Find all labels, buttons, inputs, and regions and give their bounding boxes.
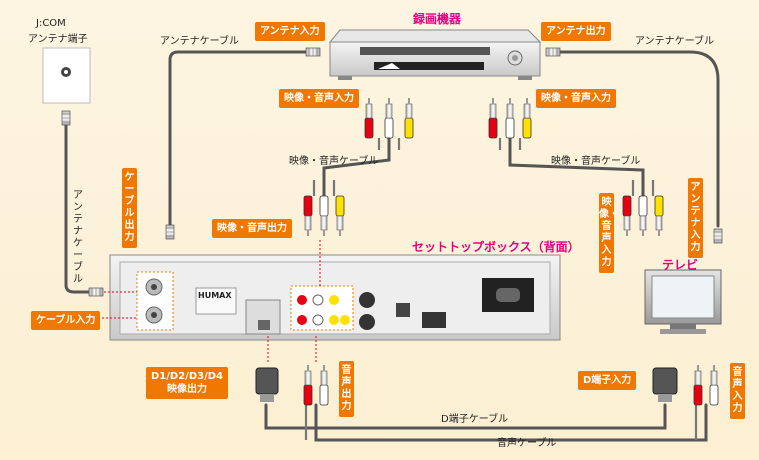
recorder-title: 録画機器 bbox=[413, 12, 462, 26]
tag-cable-out: ケーブル出力 bbox=[122, 168, 137, 248]
tag-audio-in: 音声入力 bbox=[730, 363, 745, 419]
jcom-label-line1: J:COM bbox=[36, 18, 66, 29]
tag-tv-antenna-in: アンテナ入力 bbox=[688, 178, 703, 258]
d-cable-label: D端子ケーブル bbox=[441, 414, 509, 425]
stb-brand: HUMAX bbox=[198, 291, 232, 300]
av-cable-label-left: 映像・音声ケーブル bbox=[289, 156, 379, 167]
cables bbox=[64, 50, 720, 442]
rca-plugs-audio-out bbox=[303, 364, 329, 406]
antenna-cable-wall bbox=[64, 122, 92, 294]
tag-av-in-recorder-right: 映像・音声入力 bbox=[536, 89, 616, 108]
jcom-label-line2: アンテナ端子 bbox=[28, 34, 88, 45]
jcom-wall-outlet-icon bbox=[42, 47, 91, 104]
rca-plugs-stb bbox=[303, 195, 345, 237]
tag-antenna-out-recorder: アンテナ出力 bbox=[541, 22, 611, 41]
tag-av-out-stb: 映像・音声出力 bbox=[212, 219, 292, 238]
antenna-cable-recorder-in bbox=[168, 50, 308, 228]
rca-plugs-recorder-out bbox=[488, 97, 532, 139]
tag-d-out-line2: 映像出力 bbox=[167, 384, 207, 395]
antenna-cable-recorder-out bbox=[558, 50, 720, 228]
tv-icon bbox=[644, 269, 722, 334]
tag-tv-av-in: 映像・音声入力 bbox=[599, 193, 619, 273]
tag-audio-out: 音声出力 bbox=[339, 361, 354, 417]
tv-title: テレビ bbox=[662, 258, 699, 272]
recorder-device-icon bbox=[328, 29, 542, 80]
stb-title: セットトップボックス（背面） bbox=[412, 240, 580, 254]
av-cable-right bbox=[508, 136, 645, 198]
tag-antenna-in-recorder: アンテナ入力 bbox=[255, 22, 325, 41]
antenna-cable-label-left: アンテナケーブル bbox=[160, 36, 239, 47]
tag-d-in: D端子入力 bbox=[578, 371, 637, 390]
audio-cable bbox=[314, 403, 708, 442]
rca-plugs-recorder-in bbox=[364, 97, 414, 139]
tag-av-in-recorder-left: 映像・音声入力 bbox=[279, 89, 359, 108]
av-cable-label-right: 映像・音声ケーブル bbox=[551, 156, 641, 167]
leader-lines bbox=[102, 240, 321, 362]
antenna-cable-label-vertical: アンテナケーブル bbox=[73, 190, 83, 285]
rca-plugs-tv bbox=[622, 195, 664, 237]
av-cable-left bbox=[322, 136, 391, 198]
d-cable bbox=[264, 403, 667, 430]
set-top-box-icon bbox=[109, 254, 561, 341]
audio-cable-label: 音声ケーブル bbox=[497, 438, 557, 449]
tag-d-out: D1/D2/D3/D4 映像出力 bbox=[146, 367, 228, 399]
d-terminal-plug-icon bbox=[255, 367, 678, 402]
antenna-cable-label-right: アンテナケーブル bbox=[635, 36, 714, 47]
tag-d-out-line1: D1/D2/D3/D4 bbox=[151, 371, 223, 382]
tag-cable-in: ケーブル入力 bbox=[31, 311, 101, 330]
rca-plugs-audio-in bbox=[693, 364, 719, 406]
